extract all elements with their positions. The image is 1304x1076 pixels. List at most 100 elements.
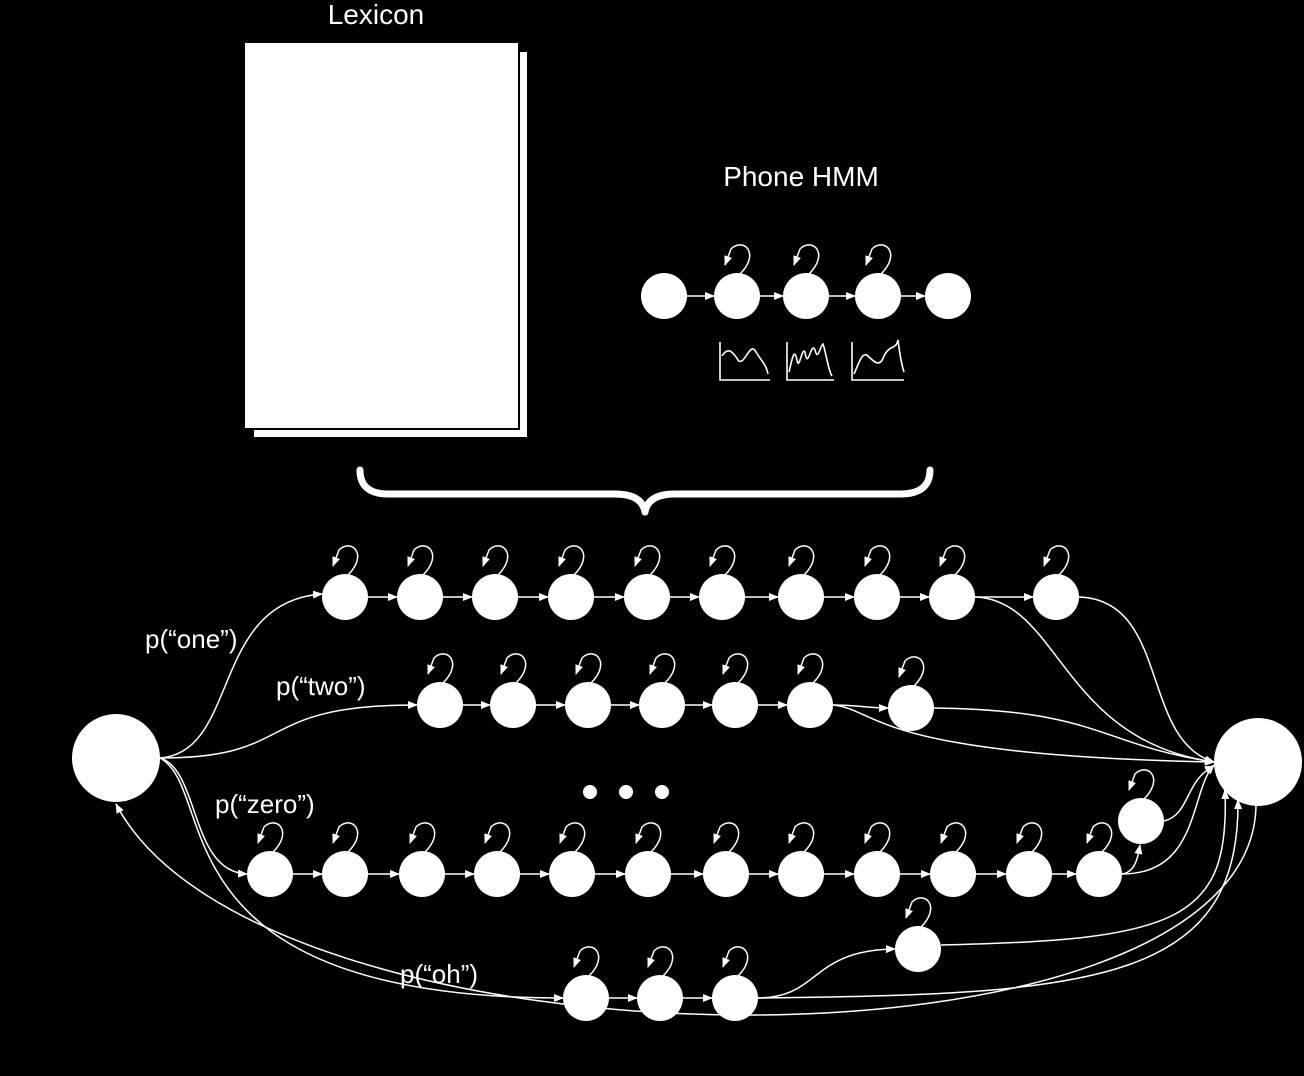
one-state-7 <box>778 574 824 620</box>
phone-hmm-state-4-self-loop <box>865 244 892 275</box>
curly-brace <box>356 466 934 516</box>
lexicon-document <box>243 41 529 439</box>
oh-final-self-loop <box>905 897 932 928</box>
two-state-5-self-loop <box>722 653 749 684</box>
zero-state-4-self-loop <box>484 822 511 853</box>
oh-final-exit-arrow <box>940 789 1230 946</box>
zero-state-8-self-loop <box>788 822 815 853</box>
one-state-3-self-loop <box>482 545 509 576</box>
start-to-one-arrow <box>159 590 323 759</box>
emission-distribution-1 <box>719 342 770 381</box>
two-state-4-self-loop <box>649 653 676 684</box>
phone-hmm-state-3 <box>783 273 829 319</box>
zero-state-5-self-loop <box>559 822 586 853</box>
one-state-8-self-loop <box>864 545 891 576</box>
zero-state-1 <box>247 851 293 897</box>
zero-state-3-self-loop <box>409 822 436 853</box>
oh-state-2 <box>637 975 683 1021</box>
one-state-4-self-loop <box>558 545 585 576</box>
two-state-5 <box>712 682 758 728</box>
two-state-6-self-loop <box>797 653 824 684</box>
emission-distribution-2 <box>786 342 834 381</box>
one-state-6 <box>699 574 745 620</box>
two-exit-arrow <box>832 704 1215 766</box>
one-final-self-loop <box>1043 545 1070 576</box>
one-state-8 <box>854 574 900 620</box>
two-final-exit-arrow <box>933 707 1215 765</box>
two-state-1 <box>417 682 463 728</box>
two-final-state <box>888 685 934 731</box>
zero-state-3 <box>399 851 445 897</box>
one-state-9-self-loop <box>939 545 966 576</box>
zero-state-4 <box>474 851 520 897</box>
word-prob-oh: p(“oh”) <box>400 959 478 989</box>
one-state-3 <box>472 574 518 620</box>
zero-final-self-loop <box>1128 769 1155 800</box>
lexicon-page-front <box>243 41 520 430</box>
word-network <box>72 545 1302 1021</box>
zero-state-1-self-loop <box>257 822 284 853</box>
phone-hmm-model <box>641 244 971 381</box>
zero-exit-arrow <box>1121 764 1215 875</box>
two-final-self-loop <box>898 656 925 687</box>
two-state-6 <box>787 682 833 728</box>
phone-hmm-state-2-self-loop <box>724 244 751 275</box>
zero-state-9-self-loop <box>864 822 891 853</box>
phone-hmm-state-1 <box>641 273 687 319</box>
zero-state-2 <box>322 851 368 897</box>
start-to-oh-arrow <box>159 757 564 1002</box>
word-prob-two: p(“two”) <box>276 671 366 701</box>
zero-state-11-self-loop <box>1016 822 1043 853</box>
one-state-5-self-loop <box>634 545 661 576</box>
lexicon-title: Lexicon <box>328 0 425 30</box>
emission-distribution-3 <box>851 339 905 381</box>
two-state-1-self-loop <box>427 653 454 684</box>
zero-state-2-self-loop <box>332 822 359 853</box>
one-final-state <box>1033 574 1079 620</box>
ellipsis-dot-1 <box>583 785 597 799</box>
ellipsis-dot-3 <box>655 785 669 799</box>
zero-state-9 <box>854 851 900 897</box>
end-to-start-loopback-arrow <box>115 803 1257 1016</box>
one-state-9 <box>929 574 975 620</box>
start-to-zero-arrow <box>159 757 248 878</box>
phone-hmm-state-3-self-loop <box>793 244 820 275</box>
one-state-7-self-loop <box>788 545 815 576</box>
oh-exit-arrow <box>757 799 1243 999</box>
end-node <box>1214 718 1302 806</box>
one-exit-arrow <box>974 596 1215 765</box>
one-state-1-self-loop <box>332 545 359 576</box>
one-state-4 <box>548 574 594 620</box>
zero-state-12 <box>1076 851 1122 897</box>
word-prob-one: p(“one”) <box>145 624 237 654</box>
one-state-2-self-loop <box>407 545 434 576</box>
one-state-2 <box>397 574 443 620</box>
zero-state-7-self-loop <box>713 822 740 853</box>
one-state-6-self-loop <box>709 545 736 576</box>
phone-hmm-title: Phone HMM <box>723 161 879 192</box>
start-node <box>72 714 160 802</box>
zero-to-final-arrow <box>1121 844 1143 875</box>
zero-state-10 <box>930 851 976 897</box>
one-state-1 <box>322 574 368 620</box>
oh-state-1 <box>563 975 609 1021</box>
zero-final-state <box>1118 798 1164 844</box>
zero-state-6 <box>625 851 671 897</box>
start-to-two-arrow <box>159 701 418 759</box>
oh-to-final-arrow <box>757 945 896 999</box>
oh-state-1-self-loop <box>573 946 600 977</box>
oh-final-state <box>895 926 941 972</box>
two-state-3 <box>565 682 611 728</box>
zero-state-12-self-loop <box>1086 822 1113 853</box>
ellipsis-dot-2 <box>619 785 633 799</box>
zero-state-7 <box>703 851 749 897</box>
zero-state-10-self-loop <box>940 822 967 853</box>
two-state-2-self-loop <box>500 653 527 684</box>
oh-state-3-self-loop <box>722 946 749 977</box>
zero-state-11 <box>1006 851 1052 897</box>
oh-state-2-self-loop <box>647 946 674 977</box>
zero-state-8 <box>778 851 824 897</box>
zero-final-exit-arrow <box>1163 765 1215 822</box>
